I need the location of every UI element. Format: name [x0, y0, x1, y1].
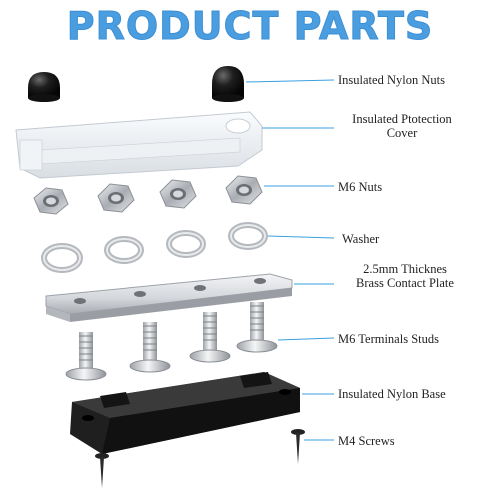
m6-nut: [97, 183, 135, 213]
label-protection-cover-line2: Cover: [386, 126, 418, 140]
nylon-cap-nut: [28, 72, 60, 102]
lock-washer: [41, 243, 83, 273]
nylon-base: [70, 372, 300, 454]
label-nylon-nuts: Insulated Nylon Nuts: [338, 73, 445, 87]
lock-washer: [104, 236, 144, 264]
contact-plate: [45, 273, 293, 322]
label-contact-plate: 2.5mm Thicknes Brass Contact Plate: [340, 262, 470, 290]
lock-washer: [228, 222, 268, 250]
terminal-stud: [129, 322, 171, 373]
m4-screw: [95, 453, 109, 488]
label-protection-cover: Insulated Ptotection Cover: [338, 112, 466, 140]
m4-screw: [291, 429, 305, 464]
page-title: PRODUCT PARTS: [66, 4, 434, 49]
label-m6-nuts: M6 Nuts: [338, 180, 383, 194]
terminal-stud: [65, 332, 107, 381]
terminal-stud: [189, 312, 231, 363]
protection-cover: [15, 111, 263, 179]
label-contact-plate-line1: 2.5mm Thicknes: [363, 262, 447, 276]
lock-washer: [166, 230, 206, 258]
m6-nut: [225, 175, 263, 205]
terminal-stud: [236, 302, 278, 353]
m6-nut: [33, 187, 69, 215]
label-nylon-base: Insulated Nylon Base: [338, 387, 446, 401]
label-m4-screws: M4 Screws: [338, 434, 395, 448]
label-terminal-studs: M6 Terminals Studs: [338, 332, 439, 346]
leader-lines: [245, 79, 335, 441]
m6-nut: [159, 179, 197, 209]
label-contact-plate-line2: Brass Contact Plate: [356, 276, 454, 290]
label-protection-cover-line1: Insulated Ptotection: [352, 112, 452, 126]
nylon-cap-nut: [212, 66, 244, 102]
label-washer: Washer: [342, 232, 380, 246]
